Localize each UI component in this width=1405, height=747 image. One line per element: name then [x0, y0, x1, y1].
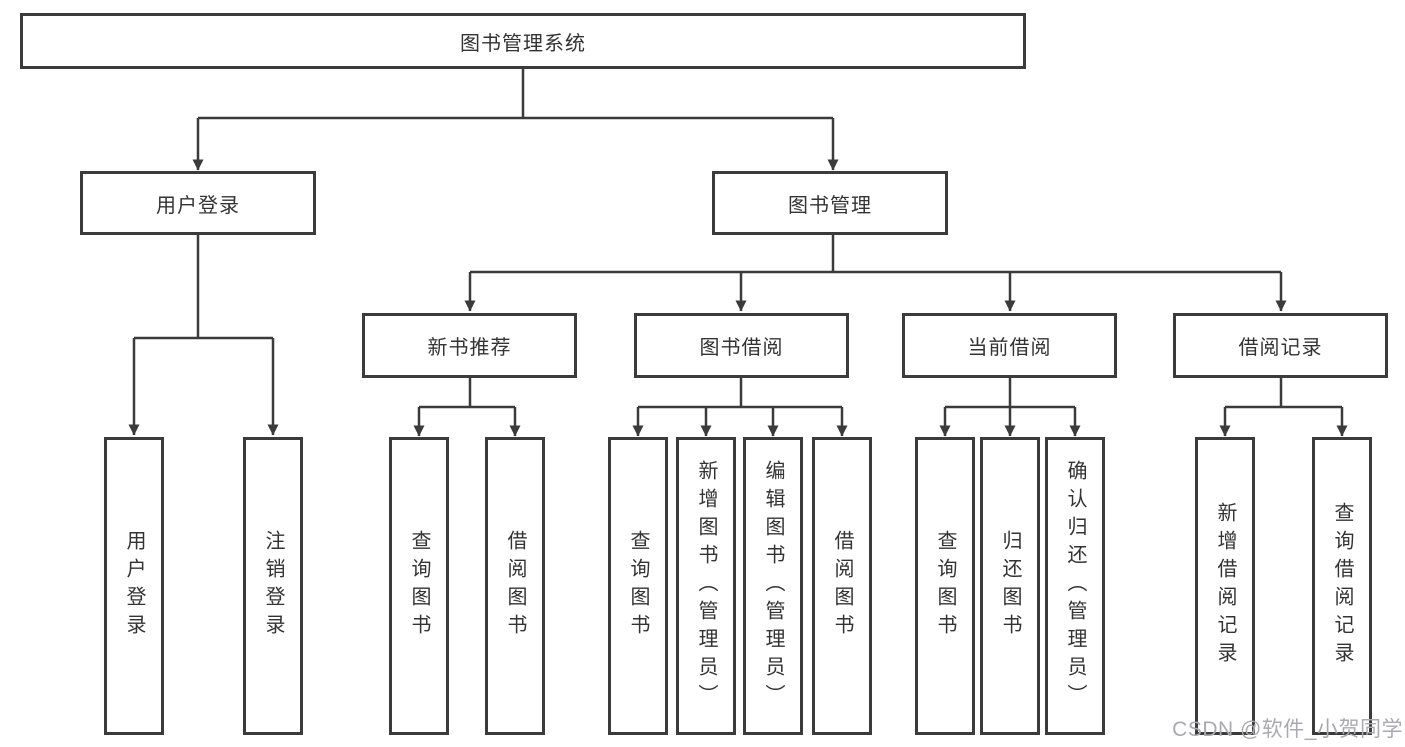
node-label: 图书借阅 — [699, 337, 784, 359]
node-label: 图书管理系统 — [460, 32, 586, 55]
leaf-edit-book-admin: 编辑图书（管理员） — [743, 437, 803, 735]
leaf-label: 查询借阅记录 — [1331, 502, 1353, 670]
node-book-management: 图书管理 — [712, 171, 948, 235]
leaf-label: 借阅图书 — [831, 530, 853, 642]
leaf-query-books-borrow: 查询图书 — [608, 437, 668, 735]
leaf-label: 用户登录 — [123, 530, 145, 642]
leaf-label: 查询图书 — [934, 530, 956, 642]
leaf-user-login: 用户登录 — [104, 437, 164, 735]
leaf-add-borrow-record: 新增借阅记录 — [1195, 437, 1255, 735]
node-current-borrow: 当前借阅 — [902, 313, 1117, 378]
leaf-label: 编辑图书（管理员） — [762, 460, 784, 712]
leaf-borrow-books: 借阅图书 — [812, 437, 872, 735]
leaf-label: 确认归还（管理员） — [1064, 460, 1086, 712]
leaf-query-borrow-record: 查询借阅记录 — [1312, 437, 1372, 735]
leaf-logout: 注销登录 — [243, 437, 303, 735]
leaf-label: 注销登录 — [262, 530, 284, 642]
node-book-borrow: 图书借阅 — [634, 313, 849, 378]
node-root-library-system: 图书管理系统 — [20, 13, 1026, 69]
leaf-label: 新增借阅记录 — [1214, 502, 1236, 670]
leaf-query-books-current: 查询图书 — [915, 437, 975, 735]
leaf-borrow-books-recommend: 借阅图书 — [485, 437, 545, 735]
node-label: 借阅记录 — [1238, 337, 1323, 359]
node-user-login: 用户登录 — [80, 171, 316, 235]
leaf-return-books: 归还图书 — [980, 437, 1040, 735]
leaf-confirm-return-admin: 确认归还（管理员） — [1045, 437, 1105, 735]
node-label: 用户登录 — [156, 194, 240, 217]
node-new-book-recommend: 新书推荐 — [362, 313, 577, 378]
leaf-label: 查询图书 — [627, 530, 649, 642]
node-label: 新书推荐 — [427, 337, 512, 359]
leaf-add-book-admin: 新增图书（管理员） — [676, 437, 736, 735]
leaf-query-books-recommend: 查询图书 — [389, 437, 449, 735]
leaf-label: 借阅图书 — [504, 530, 526, 642]
node-label: 当前借阅 — [967, 337, 1052, 359]
leaf-label: 新增图书（管理员） — [695, 460, 717, 712]
node-label: 图书管理 — [788, 194, 872, 217]
node-borrow-records: 借阅记录 — [1173, 313, 1388, 378]
leaf-label: 归还图书 — [999, 530, 1021, 642]
csdn-watermark: CSDN @软件_小贺同学 — [1172, 718, 1403, 741]
leaf-label: 查询图书 — [408, 530, 430, 642]
